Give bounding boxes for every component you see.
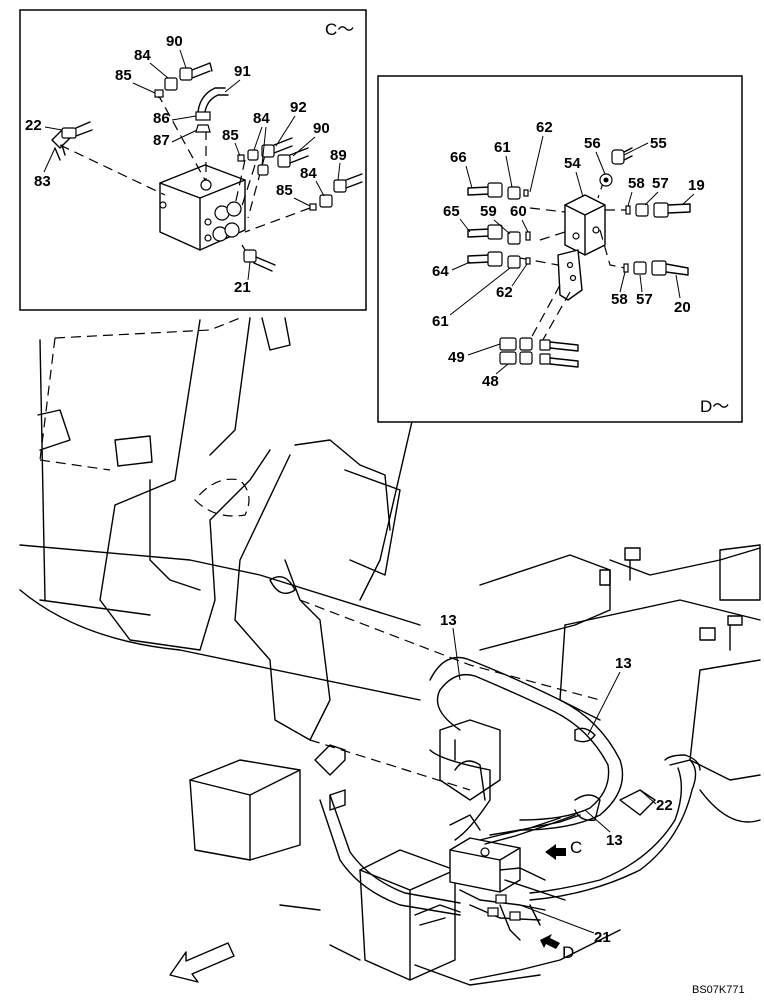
callout-d-61-bottom: 61 [432,313,449,330]
callout-c-22: 22 [25,117,42,134]
callout-13-b: 13 [615,655,632,672]
inset-c-detail-view: C～ [19,9,367,311]
callout-d-19: 19 [688,177,705,194]
callout-13-c: 13 [606,832,623,849]
callout-c-91: 91 [234,63,251,80]
callout-d-66: 66 [450,149,467,166]
inset-d-view-label: D～ [700,397,729,416]
callout-c-84-right: 84 [300,165,317,182]
svg-text:C: C [570,838,582,857]
main-callouts: 13 13 22 13 21 [440,612,673,946]
callout-c-84-mid: 84 [253,110,270,127]
callout-d-59: 59 [480,203,497,220]
callout-d-65: 65 [443,203,460,220]
callout-c-21: 21 [234,279,251,296]
inset-d-detail-view: D～ [377,75,743,423]
callout-c-85-mid: 85 [222,127,239,144]
callout-c-89: 89 [330,147,347,164]
callout-d-57-top: 57 [652,175,669,192]
forward-direction-arrow [169,942,235,983]
callout-d-58-bottom: 58 [611,291,628,308]
callout-c-85-right: 85 [276,182,293,199]
svg-text:D: D [562,943,574,962]
callout-d-58-top: 58 [628,175,645,192]
callout-c-86: 86 [153,110,170,127]
callout-d-62-top: 62 [536,119,553,136]
callout-c-85-top: 85 [115,67,132,84]
callout-c-87: 87 [153,132,170,149]
callout-c-90-top: 90 [166,33,183,50]
callout-c-90-mid: 90 [313,120,330,137]
callout-d-57-bottom: 57 [636,291,653,308]
callout-d-20: 20 [674,299,691,316]
callout-21-main: 21 [594,929,611,946]
callout-13-a: 13 [440,612,457,629]
callout-22-main: 22 [656,797,673,814]
view-arrow-c: C [545,838,582,860]
callout-d-55: 55 [650,135,667,152]
callout-d-48: 48 [482,373,499,390]
callout-c-92: 92 [290,99,307,116]
callout-d-49: 49 [448,349,465,366]
view-arrow-d: D [540,934,574,962]
inset-c-view-label: C～ [325,20,354,39]
callout-d-61-top: 61 [494,139,511,156]
callout-d-54: 54 [564,155,581,172]
drawing-code: BS07K771 [692,984,745,996]
callout-d-64: 64 [432,263,449,280]
callout-d-62-bottom: 62 [496,284,513,301]
callout-d-60: 60 [510,203,527,220]
callout-d-56: 56 [584,135,601,152]
callout-c-83: 83 [34,173,51,190]
callout-c-84-top: 84 [134,47,151,64]
main-assembly-drawing [19,299,761,986]
